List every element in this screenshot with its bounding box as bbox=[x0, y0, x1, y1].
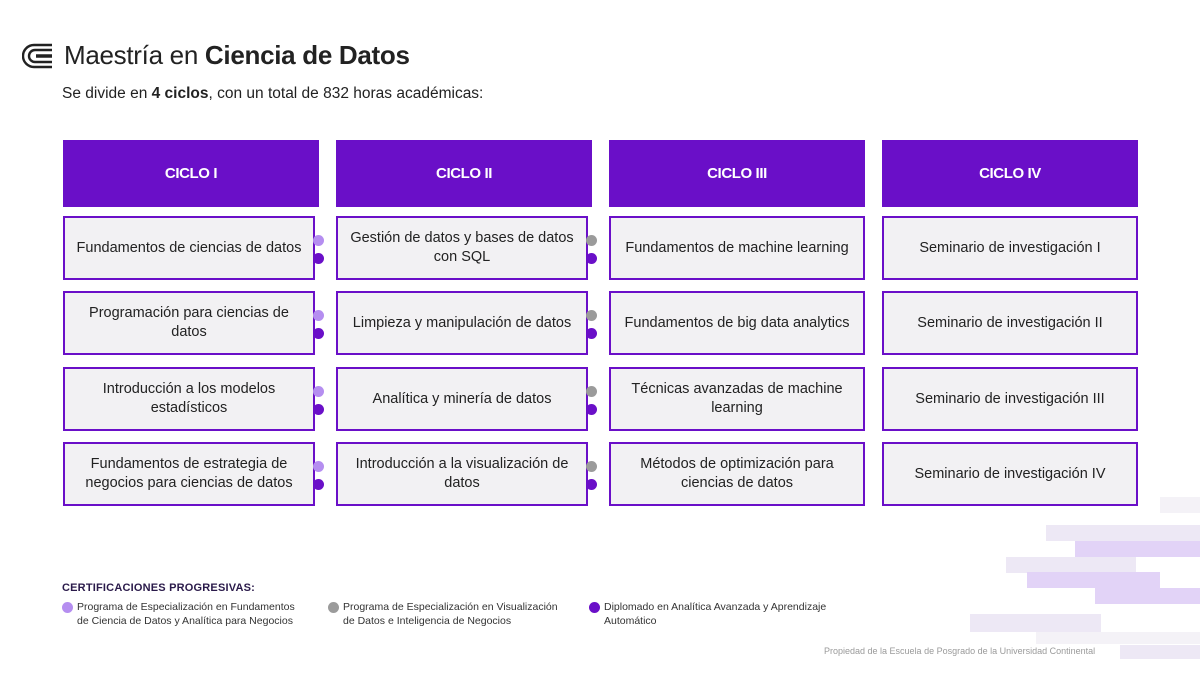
course-card: Limpieza y manipulación de datos bbox=[336, 291, 588, 355]
cert-dot-dark bbox=[313, 479, 324, 490]
cert-dot-light bbox=[313, 235, 324, 246]
decorative-stripe bbox=[1160, 497, 1200, 513]
title-bold: Ciencia de Datos bbox=[204, 40, 410, 70]
cert-dot-gray bbox=[586, 235, 597, 246]
page-title: Maestría en Ciencia de Datos bbox=[64, 40, 410, 71]
course-card: Fundamentos de ciencias de datos bbox=[63, 216, 315, 280]
cycle-header: CICLO IV bbox=[882, 140, 1138, 207]
subtitle-pre: Se divide en bbox=[62, 85, 152, 102]
course-card: Introducción a la visualización de datos bbox=[336, 442, 588, 506]
bullet-dot-icon bbox=[328, 602, 339, 613]
cert-dot-dark bbox=[313, 404, 324, 415]
page-subtitle: Se divide en 4 ciclos, con un total de 8… bbox=[62, 85, 483, 103]
cert-dot-dark bbox=[313, 253, 324, 264]
cert-dot-gray bbox=[586, 461, 597, 472]
decorative-stripe bbox=[1006, 557, 1136, 573]
cycle-header: CICLO I bbox=[63, 140, 319, 207]
cert-dot-gray bbox=[586, 386, 597, 397]
decorative-stripe bbox=[1036, 632, 1200, 644]
cert-dot-dark bbox=[586, 479, 597, 490]
title-prefix: Maestría en bbox=[64, 40, 205, 70]
course-card: Introducción a los modelos estadísticos bbox=[63, 367, 315, 431]
course-card: Analítica y minería de datos bbox=[336, 367, 588, 431]
decorative-stripe bbox=[1046, 525, 1200, 541]
certification-item: Programa de Especialización en Visualiza… bbox=[328, 601, 568, 628]
decorative-stripe bbox=[1027, 572, 1160, 588]
course-card: Gestión de datos y bases de datos con SQ… bbox=[336, 216, 588, 280]
cert-dot-light bbox=[313, 310, 324, 321]
certifications-title: CERTIFICACIONES PROGRESIVAS: bbox=[62, 582, 256, 594]
decorative-stripe bbox=[1075, 541, 1200, 557]
course-card: Fundamentos de estrategia de negocios pa… bbox=[63, 442, 315, 506]
cycle-column-2: CICLO II Gestión de datos y bases de dat… bbox=[336, 140, 597, 506]
bullet-dot-icon bbox=[62, 602, 73, 613]
course-card: Fundamentos de machine learning bbox=[609, 216, 865, 280]
course-card: Programación para ciencias de datos bbox=[63, 291, 315, 355]
cert-dot-dark bbox=[586, 328, 597, 339]
certification-text: Programa de Especialización en Fundament… bbox=[77, 601, 295, 627]
cert-dot-light bbox=[313, 386, 324, 397]
cert-dot-dark bbox=[586, 253, 597, 264]
certification-item: Programa de Especialización en Fundament… bbox=[62, 601, 302, 628]
certification-item: Diplomado en Analítica Avanzada y Aprend… bbox=[589, 601, 839, 628]
cert-dot-dark bbox=[586, 404, 597, 415]
course-card: Seminario de investigación IV bbox=[882, 442, 1138, 506]
course-card: Métodos de optimización para ciencias de… bbox=[609, 442, 865, 506]
subtitle-post: , con un total de 832 horas académicas: bbox=[208, 85, 484, 102]
bullet-dot-icon bbox=[589, 602, 600, 613]
cycle-column-3: CICLO III Fundamentos de machine learnin… bbox=[609, 140, 865, 506]
cert-dot-gray bbox=[586, 310, 597, 321]
decorative-stripe bbox=[1120, 645, 1200, 659]
course-card: Seminario de investigación II bbox=[882, 291, 1138, 355]
subtitle-bold: 4 ciclos bbox=[151, 85, 209, 102]
decorative-stripe bbox=[1095, 588, 1200, 604]
certification-text: Diplomado en Analítica Avanzada y Aprend… bbox=[604, 601, 827, 627]
certification-text: Programa de Especialización en Visualiza… bbox=[343, 601, 558, 627]
cycle-column-1: CICLO I Fundamentos de ciencias de datos… bbox=[63, 140, 324, 506]
course-card: Fundamentos de big data analytics bbox=[609, 291, 865, 355]
course-card: Seminario de investigación I bbox=[882, 216, 1138, 280]
cycle-column-4: CICLO IV Seminario de investigación I Se… bbox=[882, 140, 1138, 506]
header: Maestría en Ciencia de Datos bbox=[22, 40, 410, 71]
course-card: Técnicas avanzadas de machine learning bbox=[609, 367, 865, 431]
cert-dot-light bbox=[313, 461, 324, 472]
university-logo-icon bbox=[22, 43, 52, 68]
footer-text: Propiedad de la Escuela de Posgrado de l… bbox=[824, 646, 1096, 656]
course-card: Seminario de investigación III bbox=[882, 367, 1138, 431]
cert-dot-dark bbox=[313, 328, 324, 339]
cycle-header: CICLO III bbox=[609, 140, 865, 207]
cycle-header: CICLO II bbox=[336, 140, 592, 207]
decorative-stripe bbox=[970, 614, 1101, 632]
